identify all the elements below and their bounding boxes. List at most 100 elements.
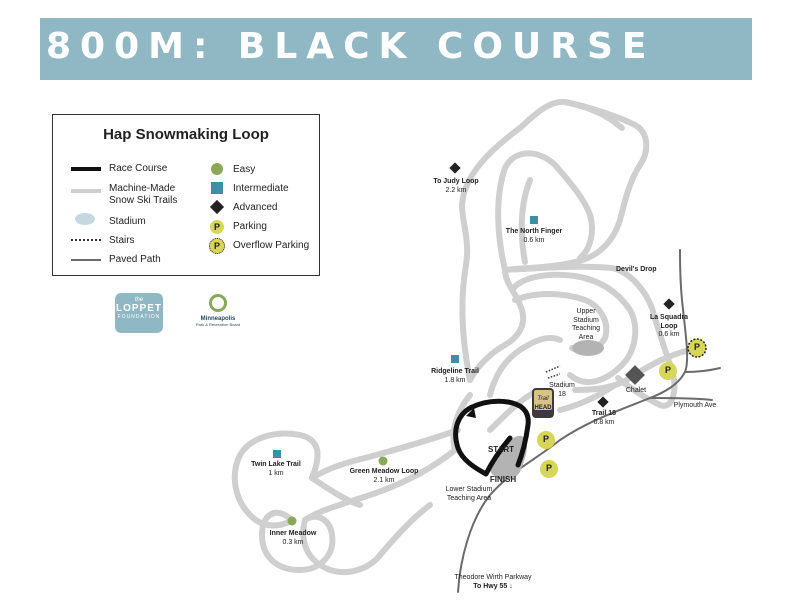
- easy-icon: [211, 163, 223, 175]
- parking-letter: P: [213, 222, 220, 232]
- green-meadow-trail: [302, 447, 458, 523]
- ridgeline-trail: [467, 267, 527, 383]
- legend-intermediate: Intermediate: [233, 183, 289, 194]
- ridgeline-inner: [487, 335, 563, 398]
- advanced-icon: [597, 396, 609, 408]
- trail-18: [557, 382, 618, 413]
- overflow-parking-icon: P: [209, 238, 225, 254]
- parking-letter: P: [545, 463, 552, 473]
- legend-parking: Parking: [233, 221, 267, 232]
- twin-lake-loop: [231, 430, 321, 529]
- label-start: START: [487, 445, 515, 454]
- stairs: [545, 365, 561, 379]
- chalet-building: [625, 365, 645, 385]
- minneapolis-sub: Park & Recreation Board: [195, 322, 241, 327]
- advanced-icon: [209, 199, 225, 215]
- north-finger-trail: [495, 150, 595, 273]
- intermediate-icon: [530, 216, 538, 224]
- legend-machine-made-1: Machine-Made: [109, 183, 176, 194]
- advanced-icon: [663, 298, 675, 310]
- plymouth-ave: [649, 397, 713, 401]
- minneapolis-name: Minneapolis: [200, 316, 236, 322]
- map-legend: Hap Snowmaking Loop Race Course Machine-…: [52, 114, 320, 276]
- legend-race-course: Race Course: [109, 163, 168, 174]
- upper-stadium-loop: [509, 271, 639, 385]
- legend-paved-path: Paved Path: [109, 254, 161, 265]
- stairs-stadium-2: [547, 373, 561, 379]
- parking-letter: P: [542, 434, 549, 444]
- upper-stadium-area: [572, 340, 604, 356]
- race-course: [453, 398, 531, 477]
- paved-east-spur: [684, 367, 721, 373]
- paved-path-swatch: [71, 259, 101, 261]
- minneapolis-flower-icon: [209, 294, 227, 312]
- down-arrow-icon: ↓: [509, 582, 513, 590]
- intermediate-icon: [211, 182, 223, 194]
- loppet-the: the: [134, 297, 144, 303]
- green-meadow-north: [309, 427, 461, 481]
- race-arrow: [466, 408, 476, 418]
- la-squadra-trail: [502, 263, 678, 409]
- inner-meadow-loop: [259, 509, 336, 573]
- legend-stairs: Stairs: [109, 235, 135, 246]
- parking-icon: [540, 460, 558, 478]
- stadium-swatch: [75, 213, 95, 225]
- stairs-swatch: [71, 239, 101, 241]
- legend-overflow-parking: Overflow Parking: [233, 240, 310, 251]
- parking-icon: [659, 362, 677, 380]
- twin-lake-outer: [309, 475, 363, 508]
- parking-markers: [537, 338, 707, 478]
- parking-icon: [537, 431, 555, 449]
- loppet-name: LOPPET: [115, 303, 162, 314]
- legend-easy: Easy: [233, 164, 256, 175]
- difficulty-icons: [273, 162, 675, 526]
- label-finish: FINISH: [489, 475, 517, 484]
- intermediate-icon: [451, 355, 459, 363]
- green-meadow-south: [300, 502, 433, 576]
- overflow-parking-icon: [687, 338, 707, 358]
- title-banner: 800M: BLACK COURSE: [40, 18, 752, 80]
- label-chalet: Chalet: [625, 387, 647, 394]
- legend-machine-made-2: Snow Ski Trails: [109, 195, 178, 206]
- parking-letter: P: [664, 365, 671, 375]
- trailhead-sign: [532, 388, 554, 418]
- machine-made-swatch: [71, 189, 101, 193]
- loppet-foundation-logo: the LOPPET FOUNDATION: [115, 293, 163, 333]
- advanced-icon: [449, 162, 461, 174]
- east-upper-trail: [562, 99, 625, 131]
- theodore-wirth-parkway: [457, 249, 689, 593]
- overflow-parking-letter: P: [693, 342, 700, 352]
- stairs-stadium: [545, 365, 561, 373]
- label-plymouth-ave: Plymouth Ave: [673, 402, 717, 409]
- legend-advanced: Advanced: [233, 202, 278, 213]
- parking-icon: P: [210, 220, 224, 234]
- race-course-swatch: [71, 167, 101, 171]
- legend-stadium: Stadium: [109, 216, 146, 227]
- north-finger-inner: [518, 177, 533, 265]
- minneapolis-parks-logo: Minneapolis Park & Recreation Board: [190, 294, 246, 334]
- machine-made-trails: [231, 98, 693, 576]
- page-title: 800M: BLACK COURSE: [46, 26, 656, 67]
- loppet-sub: FOUNDATION: [117, 314, 161, 320]
- label-devils-drop: Devil's Drop: [616, 266, 657, 273]
- lower-stadium-area: [489, 435, 528, 480]
- intermediate-icon: [273, 450, 281, 458]
- easy-icon: [287, 516, 297, 526]
- overflow-parking-letter: P: [213, 241, 220, 251]
- paved-paths: [457, 249, 721, 593]
- easy-icon: [378, 456, 388, 466]
- legend-title: Hap Snowmaking Loop: [103, 126, 269, 143]
